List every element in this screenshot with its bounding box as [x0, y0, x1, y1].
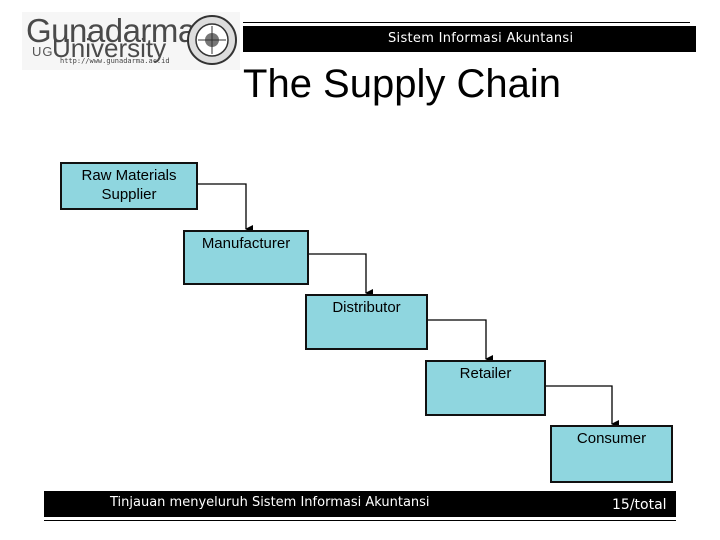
arrow-manufacturer-to-distributor	[308, 253, 373, 297]
university-logo: Gunadarma UG University http://www.gunad…	[22, 12, 240, 70]
node-manufacturer: Manufacturer	[183, 230, 309, 285]
university-seal-icon	[187, 15, 237, 65]
node-distributor: Distributor	[305, 294, 428, 350]
node-retailer: Retailer	[425, 360, 546, 416]
arrow-retailer-to-consumer	[545, 385, 619, 428]
arrow-supplier-to-manufacturer	[197, 183, 253, 233]
node-consumer: Consumer	[550, 425, 673, 483]
header-bar	[243, 26, 696, 52]
arrow-distributor-to-retailer	[427, 319, 493, 363]
footer-caption: Tinjauan menyeluruh Sistem Informasi Aku…	[110, 495, 430, 510]
header-rule	[243, 22, 690, 23]
page-number: 15/total	[612, 497, 667, 513]
logo-url: http://www.gunadarma.ac.id	[60, 57, 170, 65]
logo-wordmark-top: Gunadarma	[26, 12, 196, 49]
footer-rule	[44, 520, 676, 521]
logo-ug-mark: UG	[32, 44, 54, 59]
footer-bar	[44, 491, 676, 517]
node-raw-materials-supplier: Raw Materials Supplier	[60, 162, 198, 210]
slide-title: The Supply Chain	[243, 62, 561, 106]
course-title: Sistem Informasi Akuntansi	[388, 31, 574, 46]
logo-wordmark-bottom: University	[52, 33, 167, 63]
